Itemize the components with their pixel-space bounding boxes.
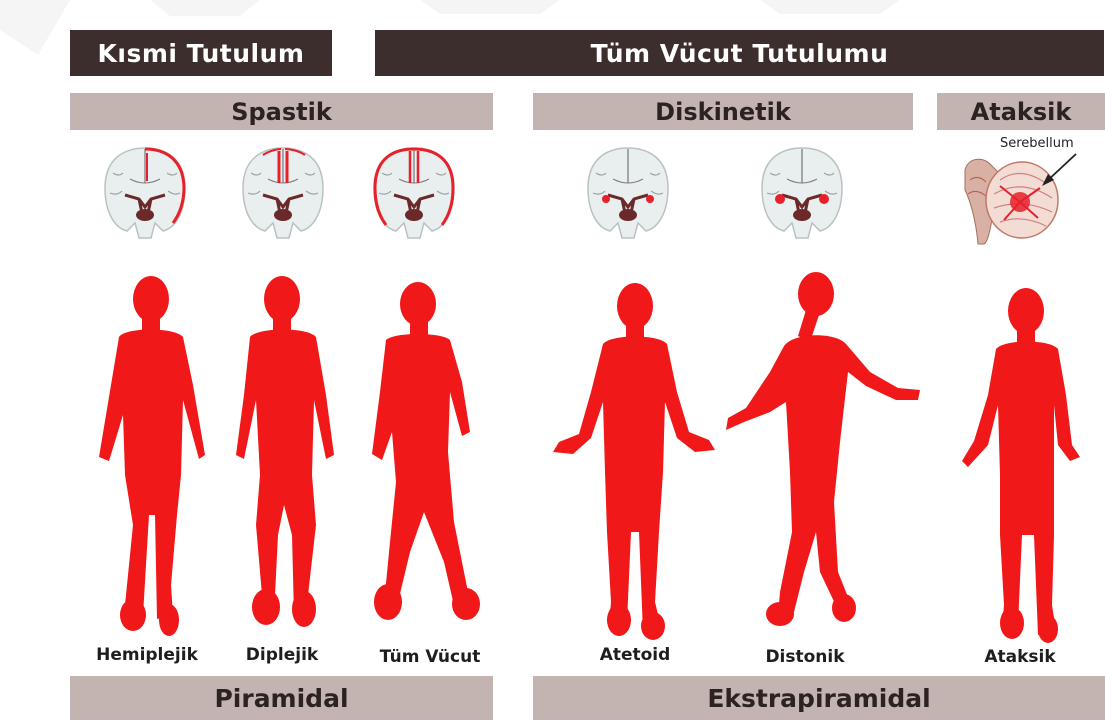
partial-involvement-header: Kısmi Tutulum xyxy=(70,30,332,76)
caption-athetoid: Atetoid xyxy=(570,645,700,665)
caption-dystonic: Distonik xyxy=(740,647,870,667)
caption-hemiplegic: Hemiplejik xyxy=(72,645,222,665)
cerebellum-pointer-arrow xyxy=(1040,152,1080,188)
brain-section-hemiplegic xyxy=(95,143,195,243)
figure-whole-body xyxy=(358,282,488,637)
figure-diplegic xyxy=(228,275,343,635)
spastic-header: Spastik xyxy=(70,93,493,130)
caption-ataxic: Ataksik xyxy=(955,647,1085,667)
caption-diplegic: Diplejik xyxy=(222,645,342,665)
dyskinetic-header: Diskinetik xyxy=(533,93,913,130)
brain-section-whole-body xyxy=(364,143,464,243)
brain-section-diplegic xyxy=(233,143,333,243)
extrapyramidal-footer: Ekstrapiramidal xyxy=(533,676,1105,720)
ataxic-header: Ataksik xyxy=(937,93,1105,130)
figure-hemiplegic xyxy=(85,275,215,640)
pyramidal-footer: Piramidal xyxy=(70,676,493,720)
figure-athetoid xyxy=(545,282,725,644)
whole-body-involvement-header: Tüm Vücut Tutulumu xyxy=(375,30,1104,76)
figure-dystonic xyxy=(720,272,930,647)
cerebellum-label: Serebellum xyxy=(1000,136,1074,151)
caption-whole-body: Tüm Vücut xyxy=(360,647,500,667)
brain-section-dystonic xyxy=(752,143,852,243)
brain-section-athetoid xyxy=(578,143,678,243)
figure-ataxic xyxy=(958,285,1088,643)
